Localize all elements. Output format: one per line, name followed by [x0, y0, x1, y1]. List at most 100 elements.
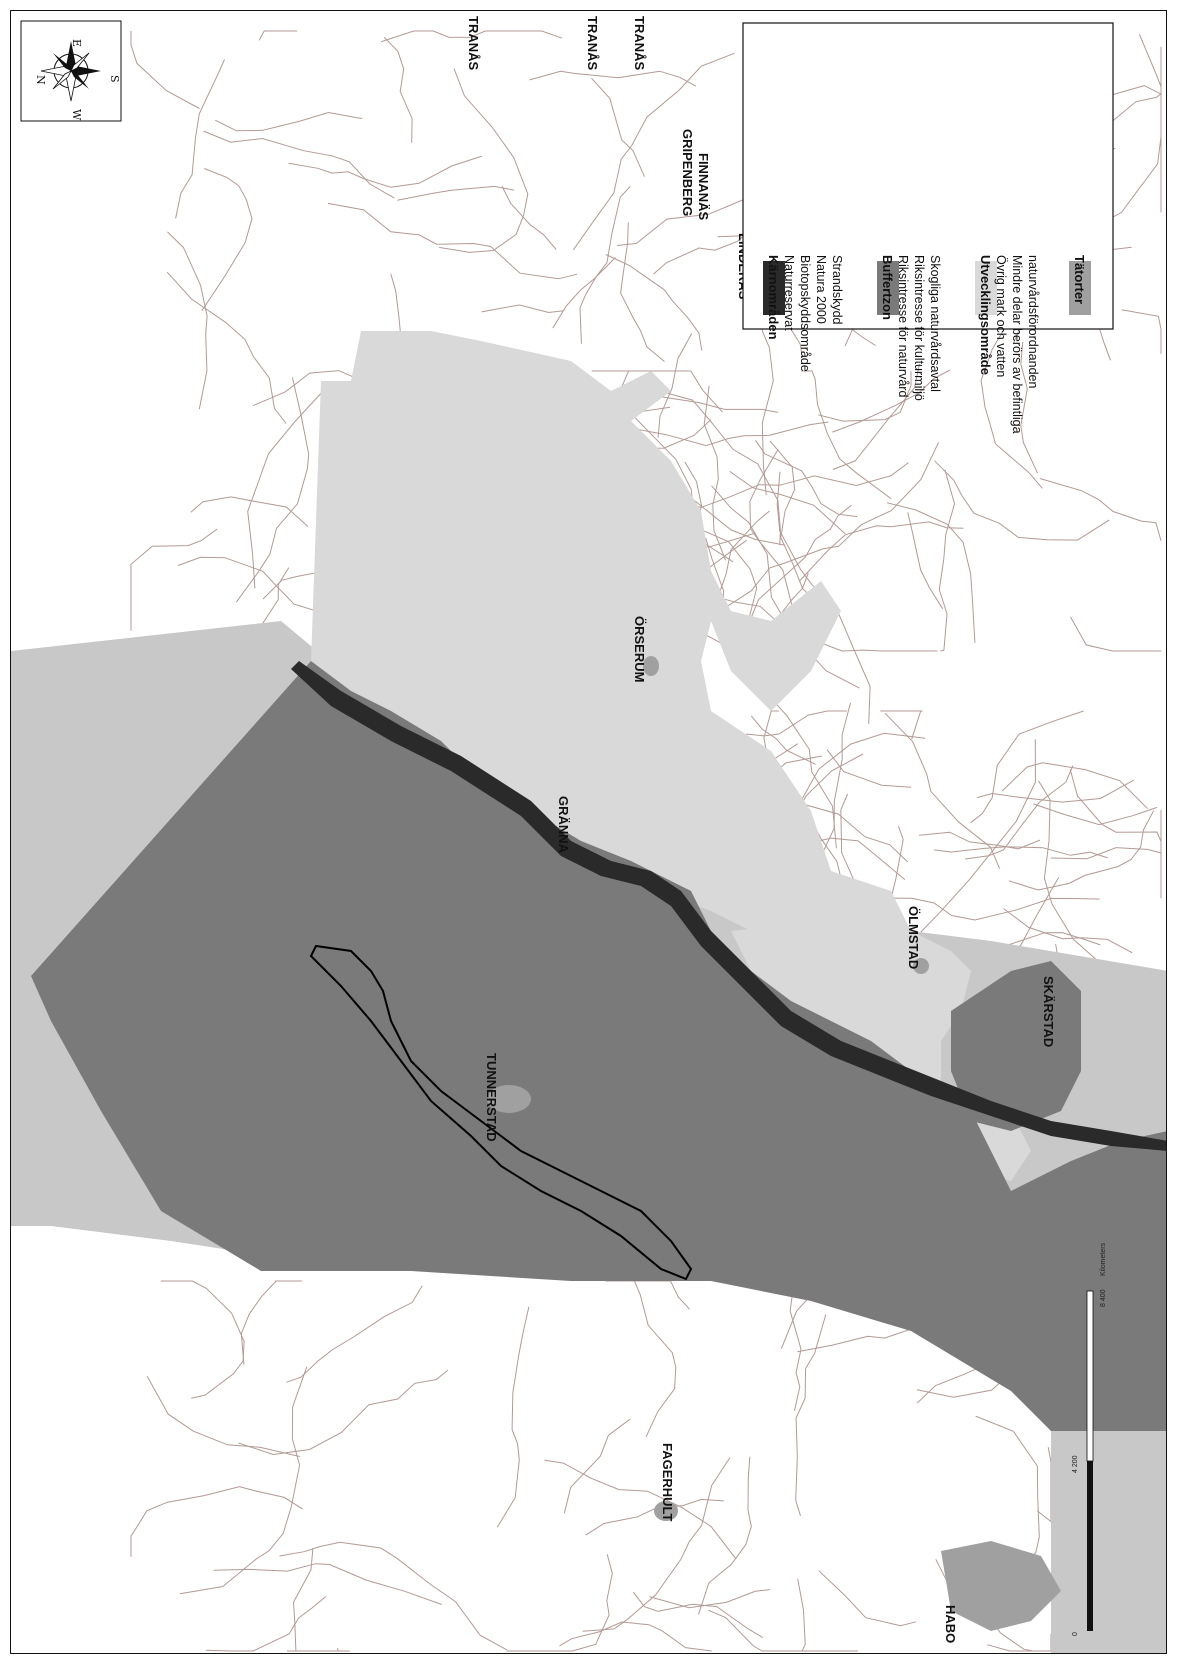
road-segment [970, 710, 1084, 824]
road-segment [572, 52, 735, 251]
road-segment [980, 287, 1043, 489]
compass-letter-w: W [70, 109, 83, 121]
place-labels: TRANÅS TRANÅS TRANÅS GRIPENBERG FINNANÄS… [466, 16, 1056, 1643]
road-segment [201, 168, 253, 311]
road-segment [203, 130, 395, 199]
legend-item-naturreservat: Naturreservat [782, 255, 796, 331]
road-segment [977, 779, 1135, 803]
road-segment [703, 385, 727, 561]
road-segment [886, 502, 976, 643]
place-label-tranas-2: TRANÅS [585, 16, 600, 70]
legend-item-skogliga-naturvardsavtal: Skogliga naturvårdsavtal [928, 255, 942, 392]
road-segment [938, 469, 956, 652]
road-segment [380, 30, 563, 43]
road-segment [1070, 616, 1162, 652]
scale-label-0: 0 [1072, 1632, 1079, 1636]
road-segment [605, 254, 703, 351]
road-segment [166, 271, 287, 424]
road-segment [769, 440, 828, 615]
road-segment [755, 440, 858, 518]
compass-letter-n: N [34, 75, 47, 85]
road-segment [253, 370, 365, 407]
scale-unit: Kilometers [1100, 1242, 1107, 1276]
road-segment [214, 111, 363, 132]
road-segment [240, 1280, 302, 1365]
road-segment [481, 304, 564, 314]
road-segment [883, 897, 1100, 921]
map-canvas[interactable]: TRANÅS TRANÅS TRANÅS GRIPENBERG FINNANÄS… [11, 11, 1167, 1654]
road-segment [247, 389, 325, 589]
road-segment [130, 1486, 303, 1557]
scale-label-4200: 4 200 [1072, 1455, 1079, 1473]
legend-item-biotopskyddsomrade: Biotopskyddsområde [798, 255, 812, 372]
scale-label-8400: 8 400 [1100, 1289, 1107, 1307]
road-segment [801, 370, 892, 500]
road-segment [1020, 341, 1038, 474]
road-segment [288, 155, 483, 188]
road-segment [544, 1459, 737, 1560]
legend-item-mindre-delar: Mindre delar berörs av befintliga [1010, 255, 1024, 434]
road-segment [130, 31, 200, 109]
road-segment [657, 333, 693, 438]
road-segment [729, 470, 846, 535]
road-segment [880, 710, 923, 740]
road-segment [750, 715, 816, 765]
road-segment [934, 846, 1108, 859]
urban-area-olmstad [913, 958, 929, 974]
road-segment [1003, 908, 1133, 954]
road-segment [175, 59, 225, 219]
map-frame: TRANÅS TRANÅS TRANÅS GRIPENBERG FINNANÄS… [10, 10, 1167, 1654]
road-segment [559, 1621, 712, 1652]
legend-swatch-tatorter [1069, 261, 1091, 315]
buffer-zone-skarstad [951, 961, 1081, 1131]
road-segment [552, 257, 616, 329]
road-segment [818, 1570, 917, 1627]
road-segment [711, 485, 860, 689]
road-segment [708, 1609, 858, 1652]
road-segment [1033, 803, 1158, 826]
road-segment [934, 460, 1110, 541]
road-segment [1069, 768, 1162, 899]
road-segment [826, 749, 912, 788]
legend-swatch-utvecklingsomrade [975, 261, 997, 315]
road-segment [190, 496, 309, 527]
urban-area-fagerhult [654, 1501, 678, 1521]
road-segment [506, 1554, 613, 1652]
scale-bar: 0 4 200 8 400 Kilometers [1072, 1242, 1107, 1636]
road-segment [719, 442, 940, 612]
road-segment [649, 1589, 771, 1609]
road-segment [279, 1541, 508, 1651]
road-segment [884, 712, 1001, 869]
road-segment [579, 186, 631, 344]
legend-swatch-karnomraden [763, 261, 785, 315]
road-segment [1138, 34, 1162, 213]
road-segment [920, 739, 1036, 933]
road-segment [160, 1280, 245, 1399]
road-segment [632, 1591, 764, 1639]
road-segment [591, 77, 645, 177]
road-segment [907, 512, 944, 610]
road-segment [501, 186, 557, 250]
road-segment [832, 369, 951, 433]
legend-item-natura-2000: Natura 2000 [814, 255, 828, 324]
compass-letter-s: S [108, 75, 121, 83]
place-label-granna: GRÄNNA [556, 796, 571, 854]
road-segment [1008, 810, 1155, 891]
road-segment [529, 70, 697, 87]
legend-heading-buffertzon: Buffertzon [880, 255, 895, 320]
road-segment [818, 371, 912, 422]
road-segment [797, 1578, 806, 1652]
urban-area-tunnerstad [487, 1085, 531, 1113]
urban-area-habo [941, 1541, 1061, 1631]
road-segment [698, 1456, 752, 1615]
place-label-finnanas: FINNANÄS [696, 153, 711, 220]
road-segment [591, 370, 723, 413]
urban-area-orserum [643, 656, 659, 676]
road-segment [496, 1306, 530, 1528]
road-segment [167, 231, 208, 410]
place-label-tranas-1: TRANÅS [466, 16, 481, 70]
road-segment [965, 765, 1074, 860]
legend-item-ovrig-mark: Övrig mark och vatten [994, 255, 1008, 377]
road-segment [795, 1314, 827, 1516]
road-segment [383, 36, 413, 143]
